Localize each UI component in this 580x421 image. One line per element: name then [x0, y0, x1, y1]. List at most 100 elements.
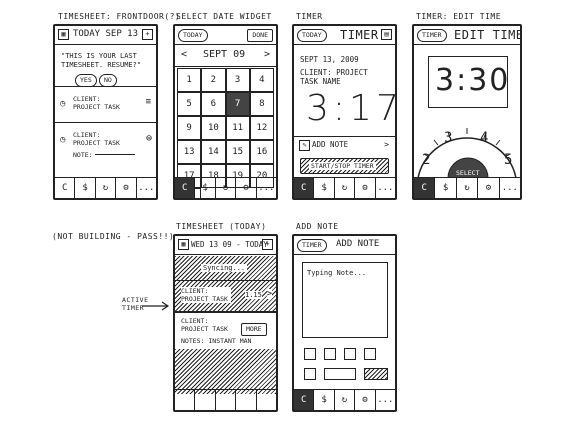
next-month-button[interactable]: >	[263, 49, 270, 60]
tab-clock[interactable]: C	[414, 178, 436, 198]
key[interactable]	[324, 348, 336, 360]
tab-more[interactable]: ...	[377, 183, 394, 193]
key[interactable]	[304, 348, 316, 360]
time-display-box: 3:30	[428, 56, 508, 108]
tab-money[interactable]: $	[195, 178, 216, 198]
caption-not-building: (NOT BUILDING - PASS!!)	[52, 232, 175, 241]
tab-money[interactable]: $	[75, 178, 96, 198]
calendar-day[interactable]: 9	[177, 116, 202, 140]
tab-money[interactable]: $	[314, 178, 335, 198]
calendar-day[interactable]: 16	[249, 140, 274, 164]
calendar-day[interactable]: 18	[201, 164, 226, 188]
calendar-day[interactable]: 12	[249, 116, 274, 140]
calendar-day[interactable]: 4	[249, 68, 274, 92]
edit-time-value: 3:30	[435, 63, 511, 98]
key[interactable]	[304, 368, 316, 380]
tab-money[interactable]	[195, 390, 216, 410]
caption-active-timer: ACTIVE TIMER	[122, 296, 149, 312]
menu-icon[interactable]: ≡	[145, 97, 151, 107]
tab-sync[interactable]: ↻	[96, 178, 117, 198]
done-button[interactable]: DONE	[247, 29, 273, 42]
circle-menu-icon[interactable]: ⊜	[145, 133, 152, 144]
calendar-day[interactable]: 3	[225, 68, 250, 92]
tab-clock[interactable]	[175, 390, 196, 410]
calendar-day[interactable]: 7	[225, 92, 250, 116]
tab-clock[interactable]: C	[294, 178, 315, 198]
back-button[interactable]: TIMER	[297, 239, 327, 252]
calendar-day[interactable]: 6	[201, 92, 226, 116]
calendar-day[interactable]: 11	[225, 116, 250, 140]
tab-money[interactable]: $	[435, 178, 457, 198]
space-key[interactable]	[324, 368, 356, 380]
grid-icon[interactable]: ▦	[178, 239, 189, 250]
active-timer-row[interactable]: CLIENT: PROJECT TASK 1.15 >	[175, 281, 276, 312]
tab-clock[interactable]: C	[294, 390, 315, 410]
header-bar: ▦ TODAY SEP 13 +	[55, 26, 156, 45]
tab-bar: C $ ↻ ⚙ ...	[414, 177, 520, 198]
tab-more[interactable]: ...	[377, 395, 394, 405]
tab-sync[interactable]: ↻	[216, 178, 237, 198]
empty-area	[175, 349, 276, 394]
tab-clock[interactable]: C	[55, 178, 76, 198]
grid-icon[interactable]: ▦	[58, 29, 69, 40]
prev-month-button[interactable]: <	[181, 49, 188, 60]
calendar-day[interactable]: 13	[177, 140, 202, 164]
caption-edit-time: TIMER: EDIT TIME	[416, 12, 502, 21]
header-bar: TODAY DONE	[175, 26, 276, 45]
calendar-day[interactable]: 20	[249, 164, 274, 188]
key[interactable]	[364, 348, 376, 360]
calendar-day[interactable]: 2	[201, 68, 226, 92]
tab-settings[interactable]: ⚙	[355, 390, 376, 410]
tab-more[interactable]: ...	[138, 183, 155, 193]
back-button[interactable]: TIMER	[417, 29, 447, 42]
tab-sync[interactable]: ↻	[335, 390, 356, 410]
tab-settings[interactable]: ⚙	[236, 178, 257, 198]
tab-more[interactable]	[257, 390, 276, 410]
note-textarea[interactable]: Typing Note...	[302, 262, 388, 338]
tab-sync[interactable]	[216, 390, 237, 410]
calendar-day[interactable]: 10	[201, 116, 226, 140]
start-stop-button[interactable]: START/STOP TIMER	[300, 158, 389, 174]
add-button[interactable]: +	[142, 29, 153, 40]
tab-settings[interactable]: ⚙	[478, 178, 500, 198]
return-key[interactable]	[364, 368, 388, 380]
list-item[interactable]: ◷ CLIENT: PROJECT TASK ⊜ NOTE:	[55, 122, 156, 183]
calendar-day[interactable]: 1	[177, 68, 202, 92]
tab-more[interactable]: ...	[501, 183, 518, 193]
tab-more[interactable]: ...	[258, 183, 275, 193]
list-item[interactable]: CLIENT: PROJECT TASK NOTES: INSTANT MAN …	[175, 312, 276, 349]
calendar-day[interactable]: 8	[249, 92, 274, 116]
caption-add-note: ADD NOTE	[296, 222, 339, 231]
list-item[interactable]: ◷ CLIENT: PROJECT TASK ≡	[55, 86, 156, 122]
add-button[interactable]: +	[262, 239, 273, 250]
header-title: TODAY SEP 13	[73, 29, 139, 39]
time-dial[interactable]	[414, 114, 520, 178]
more-button[interactable]: MORE	[241, 323, 267, 336]
key[interactable]	[344, 348, 356, 360]
calendar-day[interactable]: 5	[177, 92, 202, 116]
back-button[interactable]: TODAY	[178, 29, 208, 42]
syncing-label: Syncing...	[201, 264, 248, 272]
screen-title: TIMER	[340, 28, 379, 42]
tab-settings[interactable]: ⚙	[355, 178, 376, 198]
tab-sync[interactable]: ↻	[335, 178, 356, 198]
back-button[interactable]: TODAY	[297, 29, 327, 42]
tab-sync[interactable]: ↻	[457, 178, 479, 198]
calendar-day[interactable]: 14	[201, 140, 226, 164]
grid-icon[interactable]: ▤	[381, 29, 392, 40]
tab-settings[interactable]: ⚙	[116, 178, 137, 198]
header-bar: TODAY TIMER ▤	[294, 26, 395, 45]
tab-clock[interactable]: C	[175, 178, 196, 198]
screen-title: EDIT TIME	[454, 28, 522, 42]
calendar-day[interactable]: 15	[225, 140, 250, 164]
tab-money[interactable]: $	[314, 390, 335, 410]
add-note-row[interactable]: ✎ ADD NOTE >	[294, 136, 395, 155]
tab-bar: C $ ↻ ⚙ ...	[55, 177, 156, 198]
notes-label: NOTES: INSTANT MAN	[181, 337, 252, 345]
select-button[interactable]: SELECT	[456, 169, 480, 177]
tab-settings[interactable]	[236, 390, 257, 410]
calendar-day[interactable]: 19	[225, 164, 250, 188]
header-bar: TIMER EDIT TIME	[414, 26, 520, 45]
chevron-right-icon: >	[384, 140, 389, 149]
